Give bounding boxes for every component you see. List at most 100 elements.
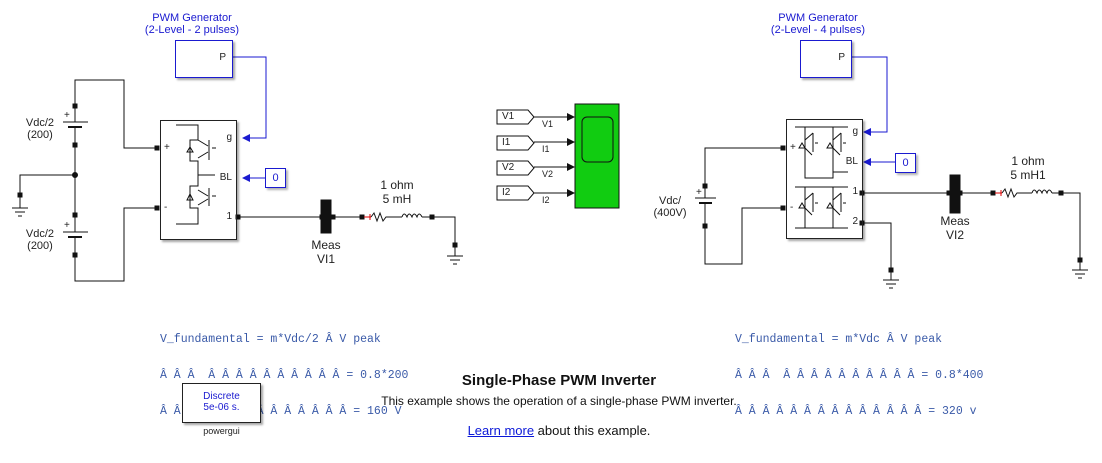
pwm-generator-right-title: PWM Generator (2-Level - 4 pulses)	[768, 12, 868, 36]
wire-bridge-2-to-ground[interactable]	[862, 222, 892, 270]
wire-bottom-source-to-minus[interactable]	[74, 207, 157, 282]
load-label-line1: 1 ohm	[380, 178, 414, 192]
formula-line: Â Â Â Â Â Â Â Â Â Â Â Â Â = 0.8*400	[735, 369, 984, 382]
port-p: P	[219, 52, 226, 63]
learn-more-line: Learn more about this example.	[374, 423, 744, 438]
source-label-line2: (200)	[27, 129, 53, 141]
signal-v1-label: V1	[542, 119, 554, 129]
from-tag-v1-label: V1	[502, 111, 515, 122]
ground-icon	[12, 192, 28, 217]
constant-zero-right[interactable]: 0	[895, 153, 916, 173]
pwm-generator-left-title: PWM Generator (2-Level - 2 pulses)	[142, 12, 242, 36]
pwm-title-line2: (2-Level - 2 pulses)	[144, 24, 240, 36]
load-label-line2: 5 mH	[382, 192, 412, 206]
source-label: Vdc/ (400V)	[650, 195, 690, 219]
powergui-block[interactable]: Discrete 5e-06 s.	[182, 383, 261, 423]
pwm-title-line2: (2-Level - 4 pulses)	[770, 24, 866, 36]
source-label-line1: Vdc/2	[25, 117, 55, 129]
powergui-mode: Discrete	[203, 391, 240, 402]
signal-i1-label: I1	[542, 144, 550, 154]
port-bl: BL	[845, 156, 858, 167]
battery-icon[interactable]	[695, 183, 716, 229]
plus-sign: +	[696, 187, 702, 198]
ground-icon	[1072, 257, 1088, 279]
source-label-line1: Vdc/	[658, 195, 681, 207]
formula-line: Â Â Â Â Â Â Â Â Â Â Â Â Â = 0.8*200	[160, 369, 409, 382]
constant-zero-left[interactable]: 0	[265, 168, 286, 188]
formula-line: V_fundamental = m*Vdc/2 Â V peak	[160, 333, 381, 346]
wire-ground-left[interactable]	[19, 174, 75, 196]
load-label: 1 ohm 5 mH1	[1000, 154, 1056, 182]
load-label-line1: 1 ohm	[1011, 154, 1045, 168]
plus-sign: +	[64, 110, 70, 121]
scope-group	[496, 103, 620, 209]
port-plus: +	[790, 142, 796, 153]
port-p: P	[838, 52, 845, 63]
battery-bottom-icon[interactable]	[63, 212, 88, 258]
port-1: 1	[852, 186, 858, 197]
plus-sign: +	[64, 220, 70, 231]
learn-more-suffix: about this example.	[534, 423, 651, 438]
load-label: 1 ohm 5 mH	[372, 178, 422, 206]
port-minus: -	[164, 202, 168, 213]
meas-vi1-label: Meas VI1	[306, 238, 346, 266]
pwm-title-line1: PWM Generator	[778, 12, 858, 24]
formula-line: V_fundamental = m*Vdc Â V peak	[735, 333, 943, 346]
from-tag-v2-label: V2	[502, 162, 515, 173]
signal-v2-label: V2	[542, 169, 554, 179]
learn-more-link[interactable]: Learn more	[467, 423, 535, 438]
load-label-line2: 5 mH1	[1010, 168, 1046, 182]
ground-icon	[883, 267, 899, 289]
meas-label-line2: VI2	[945, 228, 964, 242]
from-tag-i2[interactable]	[496, 185, 535, 201]
half-bridge-block[interactable]: + - g BL 1	[160, 120, 237, 240]
signal-pwm-to-g[interactable]	[852, 56, 888, 136]
port-minus: -	[790, 202, 794, 213]
wire-source-to-minus[interactable]	[704, 207, 783, 265]
port-g: g	[226, 132, 232, 143]
half-bridge-icon	[154, 124, 216, 225]
from-tag-i1[interactable]	[496, 135, 535, 151]
source-label-line2: (400V)	[653, 207, 687, 219]
rl-load-icon[interactable]	[364, 211, 456, 245]
formula-left: V_fundamental = m*Vdc/2 Â V peak Â Â Â Â…	[160, 310, 408, 430]
full-bridge-block[interactable]: + - g BL 1 2	[786, 119, 863, 239]
port-g: g	[852, 126, 858, 137]
junction-dot	[72, 172, 78, 178]
port-bl: BL	[219, 172, 232, 183]
powergui-sample-time: 5e-06 s.	[203, 402, 240, 413]
from-tag-i1-label: I1	[502, 137, 511, 148]
pwm-generator-right-block[interactable]: P	[800, 40, 852, 78]
left-circuit	[12, 56, 463, 282]
ground-icon	[447, 242, 463, 265]
formula-line: Â Â Â Â Â Â Â Â Â Â Â Â Â Â = 320 v	[735, 405, 977, 418]
from-tag-i2-label: I2	[502, 187, 511, 198]
pwm-title-line1: PWM Generator	[152, 12, 232, 24]
rl-load-icon[interactable]	[995, 187, 1081, 260]
source-bottom-label: Vdc/2 (200)	[20, 228, 60, 252]
from-tag-v1[interactable]	[496, 109, 535, 125]
port-plus: +	[164, 142, 170, 153]
port-2: 2	[852, 216, 858, 227]
formula-right: V_fundamental = m*Vdc Â V peak Â Â Â Â Â…	[735, 310, 983, 430]
signal-pwm-to-g[interactable]	[232, 56, 267, 142]
powergui-caption: powergui	[203, 426, 240, 436]
full-bridge-icon	[795, 126, 848, 229]
source-label-line2: (200)	[27, 240, 53, 252]
meas-vi2-label: Meas VI2	[935, 214, 975, 242]
wire-source-to-plus[interactable]	[704, 147, 783, 186]
meas-label-line2: VI1	[316, 252, 335, 266]
signal-i2-label: I2	[542, 195, 550, 205]
wire-top-source-to-plus[interactable]	[74, 79, 157, 149]
source-label-line1: Vdc/2	[25, 228, 55, 240]
meas-label-line1: Meas	[311, 238, 341, 252]
battery-top-icon[interactable]	[63, 103, 88, 148]
model-description: This example shows the operation of a si…	[381, 394, 737, 408]
port-1: 1	[226, 211, 232, 222]
pwm-generator-left-block[interactable]: P	[175, 40, 233, 78]
model-title: Single-Phase PWM Inverter	[461, 372, 657, 389]
from-tag-v2[interactable]	[496, 160, 535, 176]
meas-label-line1: Meas	[940, 214, 970, 228]
right-circuit	[695, 56, 1088, 289]
